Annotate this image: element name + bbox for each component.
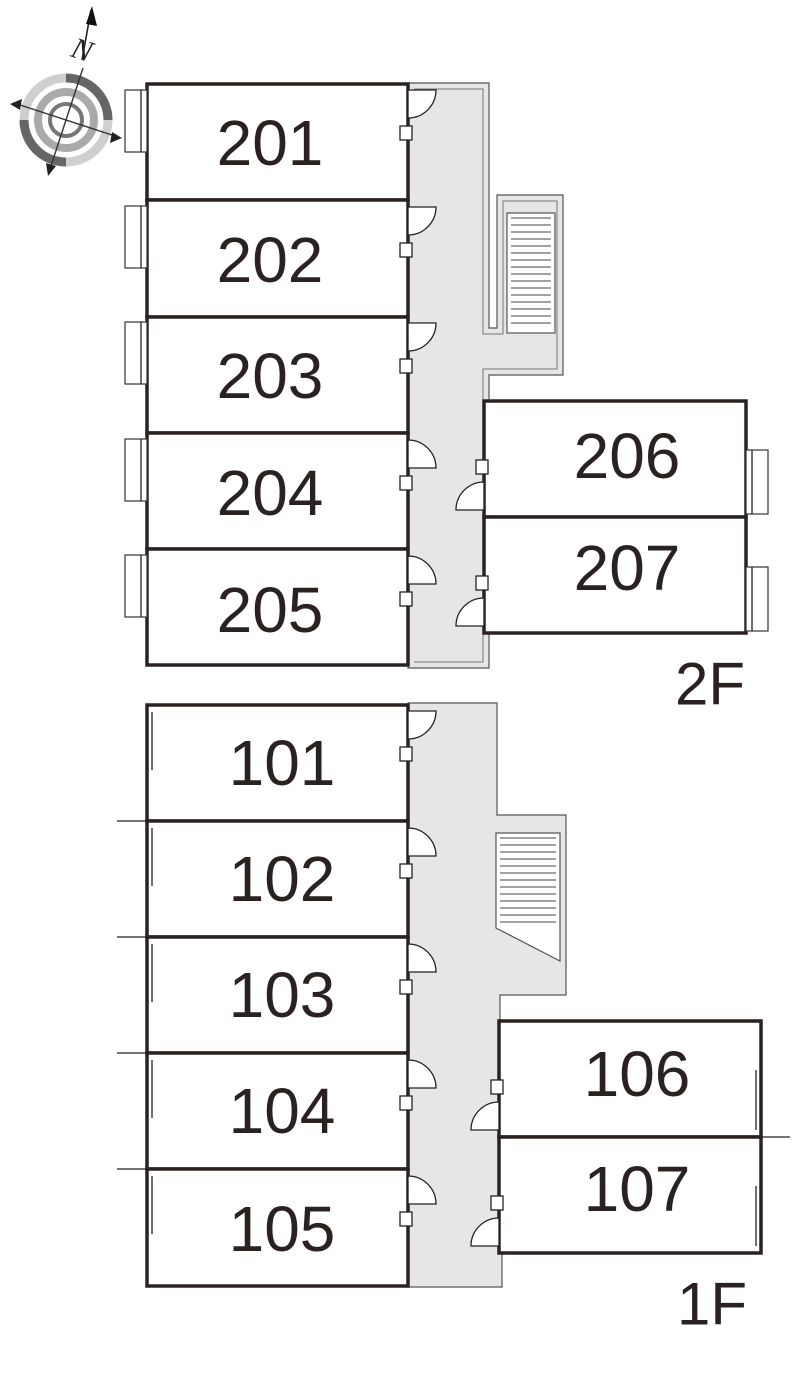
room-label-202: 202 bbox=[217, 224, 324, 296]
staircase-2f bbox=[506, 212, 556, 334]
room-label-101: 101 bbox=[229, 727, 336, 799]
room-label-201: 201 bbox=[217, 107, 324, 179]
north-label: N bbox=[66, 31, 98, 69]
room-label-203: 203 bbox=[217, 340, 324, 412]
room-label-204: 204 bbox=[217, 457, 324, 529]
floor-1f: 101 102 103 104 105 106 107 1F bbox=[117, 702, 790, 1338]
floor-label-2f: 2F bbox=[675, 651, 745, 718]
doors-2f bbox=[399, 89, 489, 627]
room-label-207: 207 bbox=[574, 532, 681, 604]
room-label-103: 103 bbox=[229, 959, 336, 1031]
floor-2f: 201 202 203 204 205 206 207 2F bbox=[124, 82, 769, 718]
room-204[interactable] bbox=[145, 431, 410, 551]
stair-treads-2f bbox=[511, 217, 551, 324]
room-202[interactable] bbox=[145, 198, 410, 319]
doors-1f bbox=[399, 710, 504, 1247]
room-label-102: 102 bbox=[229, 843, 336, 915]
room-label-104: 104 bbox=[229, 1075, 336, 1147]
room-label-206: 206 bbox=[574, 420, 681, 492]
room-label-105: 105 bbox=[229, 1193, 336, 1265]
compass-rose-icon: N bbox=[10, 6, 122, 176]
room-106[interactable] bbox=[497, 1019, 763, 1139]
room-label-205: 205 bbox=[217, 574, 324, 646]
room-102[interactable] bbox=[145, 819, 410, 939]
room-label-107: 107 bbox=[584, 1153, 691, 1225]
balconies-2f bbox=[124, 89, 769, 632]
room-104[interactable] bbox=[145, 1051, 410, 1171]
room-105[interactable] bbox=[145, 1167, 410, 1288]
stair-treads-1f bbox=[500, 837, 556, 923]
room-207[interactable] bbox=[482, 515, 748, 635]
floor-label-1f: 1F bbox=[677, 1271, 747, 1338]
staircase-1f bbox=[495, 832, 561, 962]
room-107[interactable] bbox=[497, 1135, 763, 1255]
window-marks-1f bbox=[117, 712, 790, 1246]
room-label-106: 106 bbox=[584, 1038, 691, 1110]
